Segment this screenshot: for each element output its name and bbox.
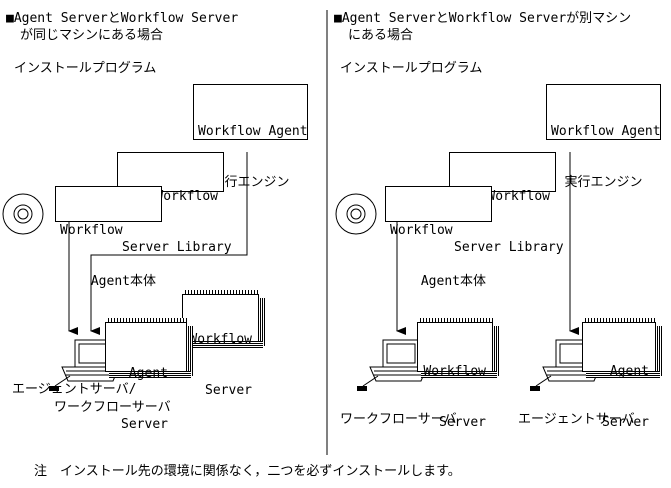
left-library-line2: Server Library <box>122 240 232 255</box>
right-workflow-server-line2: Server <box>439 415 486 430</box>
right-workflow-server-line1: Workflow <box>423 364 486 379</box>
right-agent-machine-label: エージェントサーバ <box>518 412 635 427</box>
left-agent-server-line2: Server <box>121 417 168 432</box>
left-workflow-server: Workflow Server <box>182 290 265 398</box>
left-workflow-server-line2: Server <box>205 383 252 398</box>
left-agent-box: Workflow Agent本体 <box>55 186 162 289</box>
left-install-disc <box>2 193 44 235</box>
left-engine-line1: Workflow Agent <box>198 124 308 139</box>
right-computer-workflow <box>357 339 428 391</box>
right-library-box: Workflow Server Library <box>449 152 564 255</box>
left-workflow-server-line1: Workflow <box>189 332 252 347</box>
left-heading-line2: が同じマシンにある場合 <box>20 28 164 43</box>
right-workflow-server: Workflow Server <box>417 318 499 430</box>
right-agent-server-line2: Server <box>602 415 649 430</box>
right-agent-line1: Workflow <box>390 223 453 238</box>
right-library-line1: Workflow <box>487 189 550 204</box>
right-agent-server: Agent Server <box>582 318 662 430</box>
right-heading-line1: ■Agent ServerとWorkflow Serverが別マシン <box>334 11 632 26</box>
right-install-disc <box>335 193 377 235</box>
left-arrow-engine <box>90 152 248 335</box>
right-agent-line2: Agent本体 <box>420 274 486 289</box>
left-agent-line1: Workflow <box>60 223 123 238</box>
left-agent-line2: Agent本体 <box>90 274 156 289</box>
left-library-box: Workflow Server Library <box>117 152 232 255</box>
right-agent-box: Workflow Agent本体 <box>385 186 492 289</box>
left-engine-line2: 実行エンジン <box>211 175 290 190</box>
right-library-line2: Server Library <box>454 240 564 255</box>
right-workflow-machine-label: ワークフローサーバ <box>340 412 457 427</box>
left-heading-line1: ■Agent ServerとWorkflow Server <box>6 11 239 26</box>
left-engine-box: Workflow Agent 実行エンジン <box>193 84 308 190</box>
right-engine-line1: Workflow Agent <box>551 124 661 139</box>
left-agent-server-line1: Agent <box>128 366 168 381</box>
right-heading-line2: にある場合 <box>348 28 414 43</box>
right-engine-box: Workflow Agent 実行エンジン <box>546 84 661 190</box>
left-agent-server: Agent Server <box>105 318 193 432</box>
right-install-program-label: インストールプログラム <box>340 61 483 76</box>
left-machine-label-line2: ワークフローサーバ <box>54 400 171 415</box>
right-engine-line2: 実行エンジン <box>564 175 643 190</box>
footnote: 注 インストール先の環境に関係なく，二つを必ずインストールします。 <box>34 464 461 479</box>
right-agent-server-line1: Agent <box>609 364 649 379</box>
left-library-line1: Workflow <box>155 189 218 204</box>
left-machine-label-line1: エージェントサーバ/ <box>12 382 137 397</box>
left-install-program-label: インストールプログラム <box>14 61 157 76</box>
